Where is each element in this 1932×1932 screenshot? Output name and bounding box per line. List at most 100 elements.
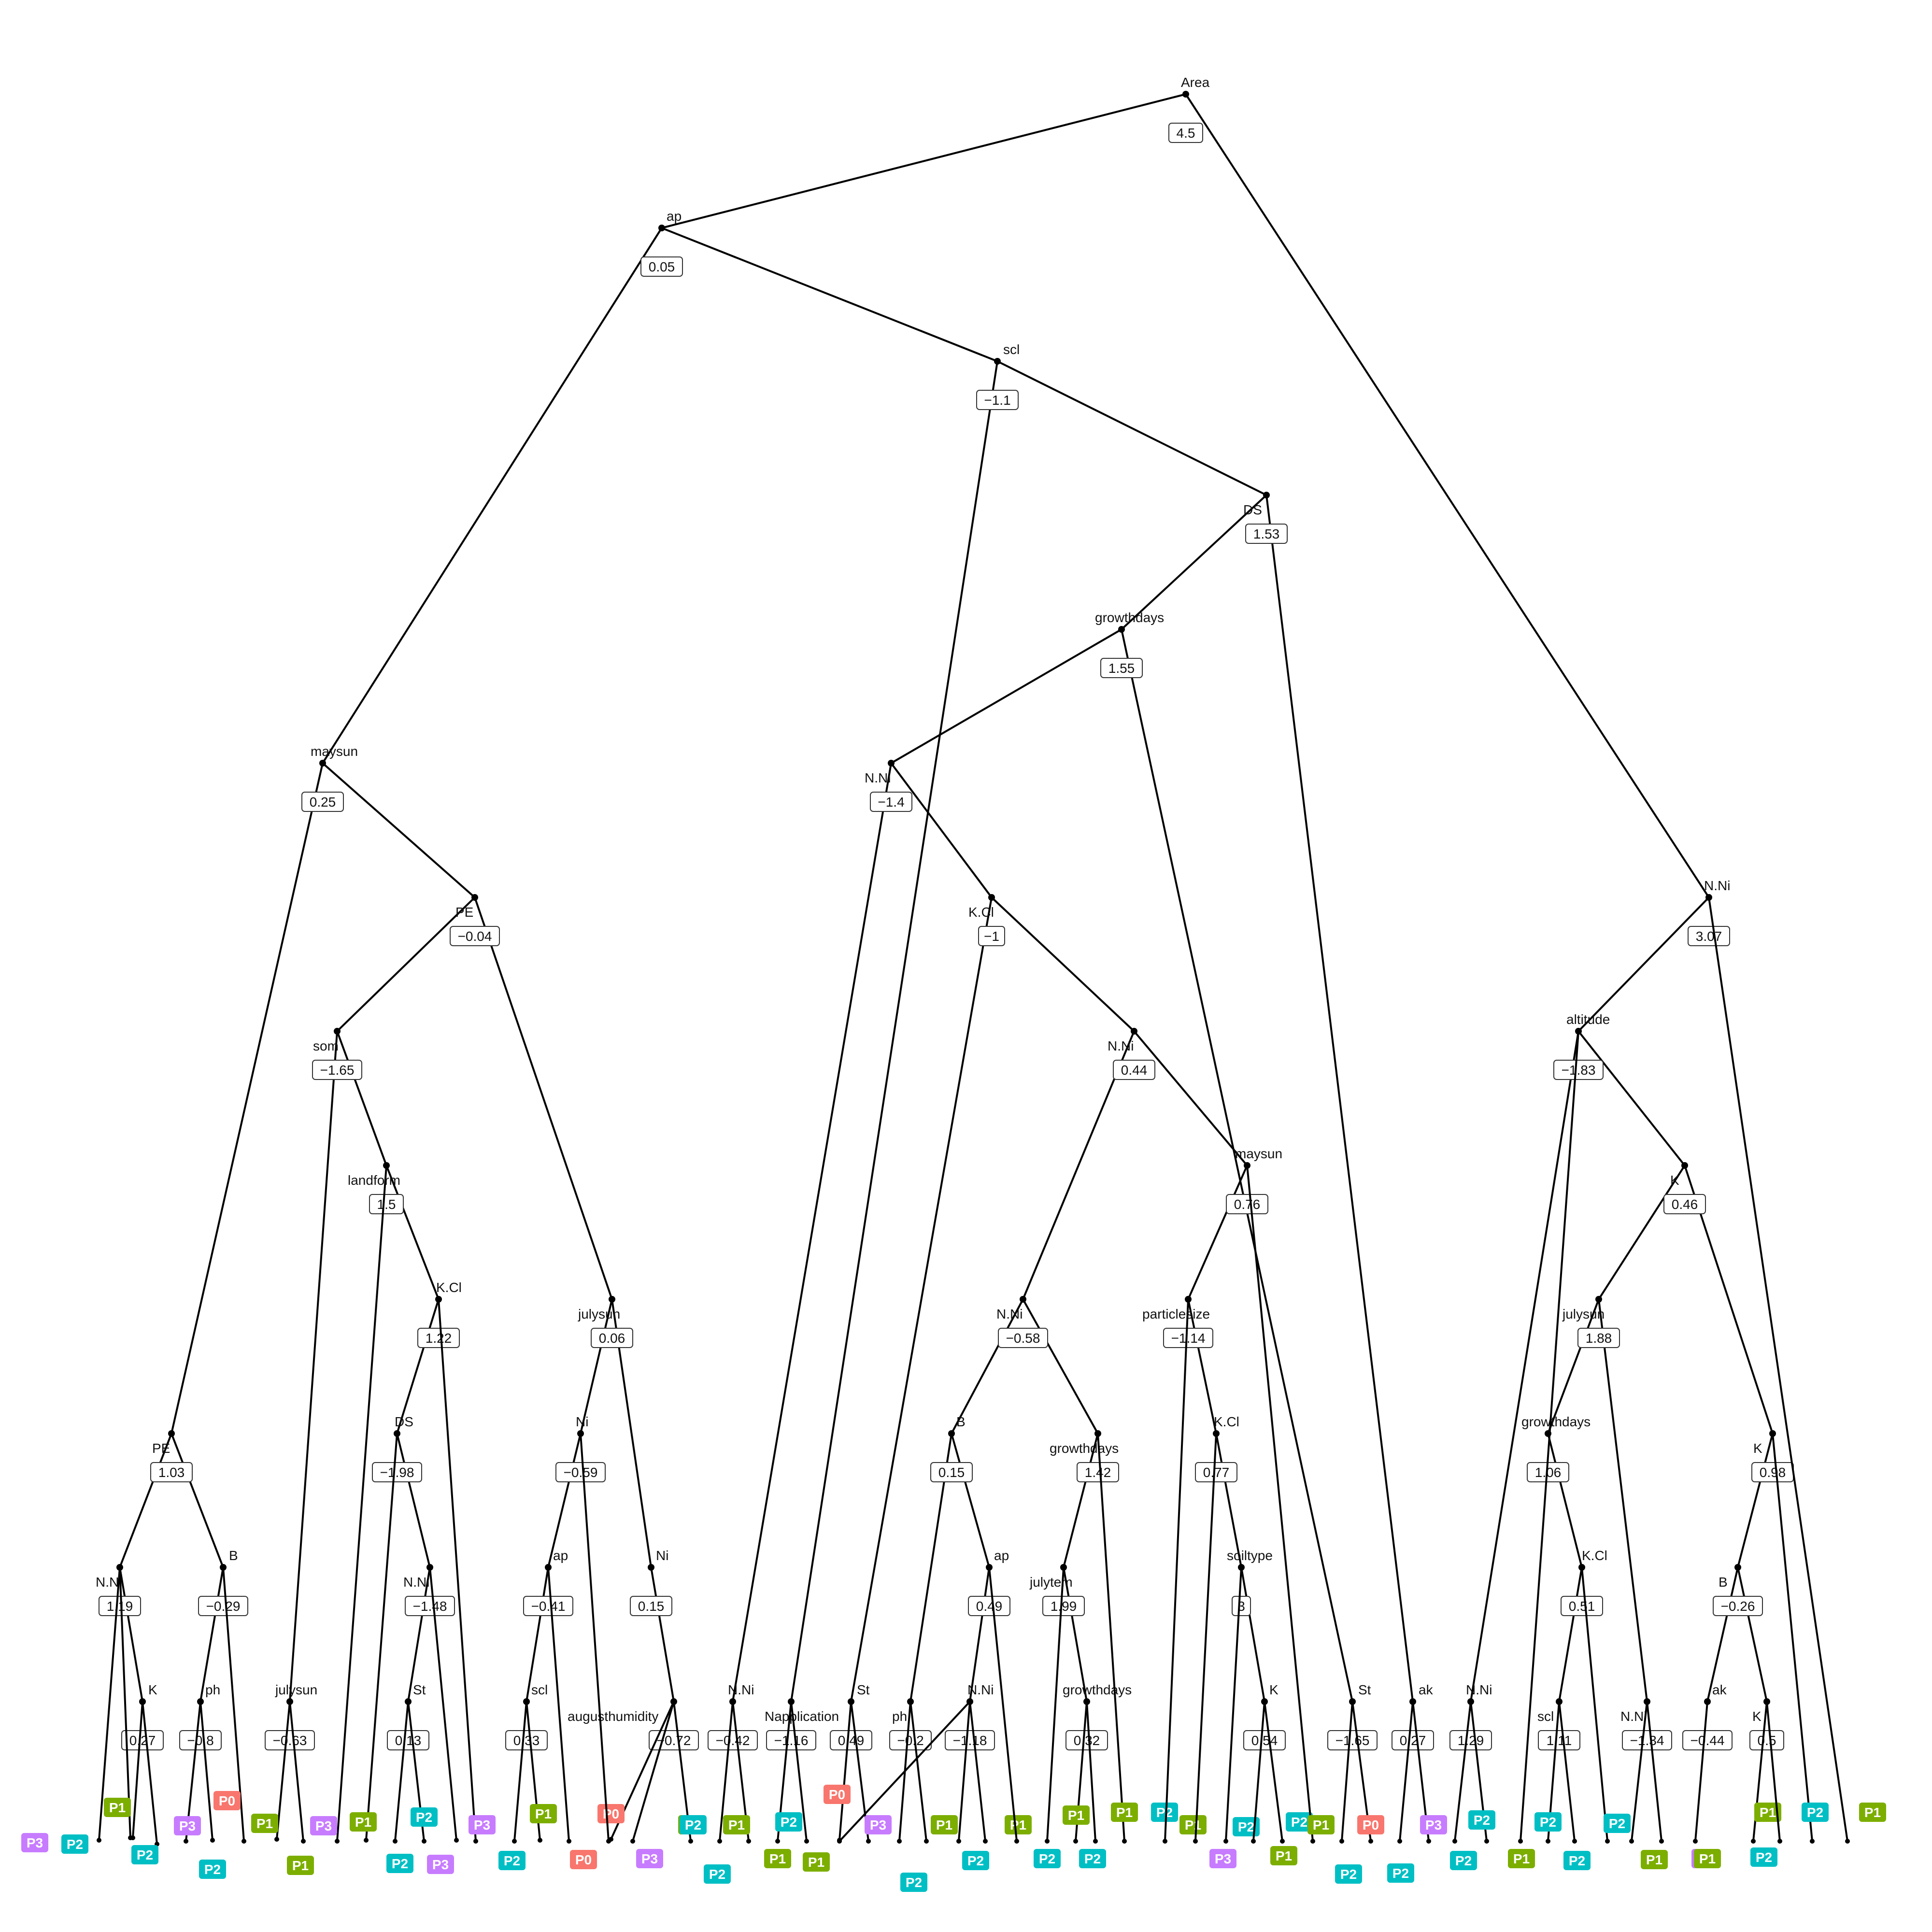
leaf-class-badge — [310, 1816, 337, 1835]
leaf-P1: P1 — [764, 1701, 809, 1868]
leaf-class-badge — [21, 1833, 48, 1852]
tree-edge — [1577, 896, 1710, 1032]
leaf-P3: P3 — [21, 1567, 121, 1852]
leaf-dot — [1572, 1839, 1577, 1844]
tree-edge — [1547, 1299, 1600, 1434]
leaf-class-label: P2 — [1340, 1867, 1357, 1882]
leaf-edge — [580, 1433, 610, 1842]
split-value: 1.42 — [1085, 1465, 1111, 1480]
leaf-edge — [1046, 1567, 1065, 1842]
split-variable-label: K.Cl — [436, 1280, 462, 1295]
split-value-box — [179, 1730, 222, 1750]
split-value: −0.41 — [531, 1599, 566, 1614]
split-node-nni9: N.Ni1.29 — [1449, 1682, 1492, 1750]
split-node-b3: B−0.26 — [1713, 1564, 1763, 1616]
split-variable-label: K — [1752, 1709, 1762, 1724]
split-variable-label: particlesize — [1142, 1307, 1210, 1321]
leaf-edge — [1772, 1433, 1813, 1842]
split-variable-label: ak — [1419, 1682, 1434, 1697]
split-value: −1.14 — [1171, 1331, 1206, 1346]
split-value-box — [870, 792, 912, 812]
split-value-box — [1327, 1730, 1378, 1750]
node-dot — [1020, 1296, 1026, 1303]
leaf-edge — [1520, 1031, 1579, 1842]
leaf-P1: P1 — [1063, 1701, 1090, 1844]
split-variable-label: B — [956, 1414, 966, 1429]
split-node-napp: Napplication−1.16 — [765, 1698, 839, 1750]
leaf-P1: P1 — [580, 1433, 705, 1844]
split-value: 0.13 — [395, 1733, 422, 1748]
leaf-class-badge — [803, 1852, 830, 1872]
leaf-class-badge — [287, 1856, 314, 1875]
split-node-b1: B−0.29 — [198, 1548, 248, 1616]
leaf-edge — [969, 1701, 986, 1842]
leaf-dot — [422, 1839, 426, 1844]
leaf-class-badge — [174, 1816, 201, 1835]
split-value: −1.18 — [953, 1733, 987, 1748]
tree-edge — [322, 227, 663, 764]
split-value-box — [978, 926, 1005, 946]
node-dot — [948, 1430, 955, 1437]
leaf-edge — [1341, 1701, 1353, 1842]
split-variable-label: N.Ni — [1704, 878, 1730, 893]
leaf-dot — [1629, 1839, 1634, 1844]
leaf-class-badge — [824, 1785, 851, 1804]
split-value: −1 — [984, 929, 999, 944]
tree-edge — [650, 1567, 675, 1702]
leaf-dot — [746, 1839, 751, 1844]
split-value: 0.05 — [649, 259, 675, 274]
leaf-class-badge — [597, 1804, 625, 1823]
split-node-k5: K0.54 — [1243, 1682, 1286, 1750]
leaf-P1: P1 — [1246, 1165, 1335, 1844]
split-variable-label: julysun — [1562, 1307, 1605, 1321]
leaf-P2: P2 — [1264, 1701, 1313, 1844]
leaf-edge — [289, 1701, 304, 1842]
tree-edge — [991, 896, 1135, 1032]
leaf-class-badge — [865, 1815, 892, 1834]
leaf-dot — [1073, 1839, 1078, 1844]
leaf-dot — [301, 1839, 306, 1844]
split-value: 0.25 — [310, 795, 336, 810]
split-node-alt: altitude−1.83 — [1553, 1012, 1610, 1080]
split-node-scl: scl−1.1 — [976, 342, 1020, 410]
leaf-dot — [866, 1839, 871, 1844]
leaf-class-badge — [1270, 1846, 1297, 1865]
tree-edge — [1187, 1299, 1217, 1434]
split-value-box — [1042, 1596, 1085, 1616]
leaf-edge — [119, 1567, 131, 1838]
leaf-class-badge — [1111, 1803, 1138, 1822]
split-node-nni5: N.Ni−0.42 — [708, 1682, 758, 1750]
split-variable-label: growthdays — [1050, 1441, 1119, 1456]
leaf-class-label: P3 — [474, 1818, 490, 1833]
leaf-dot — [1693, 1839, 1698, 1844]
split-value-box — [1449, 1730, 1492, 1750]
leaf-class-label: P1 — [1513, 1851, 1530, 1866]
leaf-class-label: P3 — [179, 1818, 196, 1833]
split-node-k4: K0.5 — [1749, 1698, 1784, 1750]
split-variable-label: K — [148, 1682, 157, 1697]
split-value-box — [976, 390, 1019, 410]
split-variable-label: K — [1753, 1441, 1762, 1456]
split-value: −1.65 — [320, 1063, 355, 1078]
split-variable-label: N.Ni — [1620, 1709, 1647, 1724]
leaf-dot — [1223, 1839, 1228, 1844]
leaf-class-label: P3 — [870, 1818, 886, 1833]
leaf-class-label: P2 — [1156, 1805, 1173, 1820]
leaf-edge — [1086, 1701, 1096, 1842]
leaf-dot — [130, 1835, 135, 1840]
leaf-class-badge — [350, 1812, 377, 1832]
leaf-P2: P2 — [673, 1701, 707, 1844]
leaf-P1: P1 — [1097, 1433, 1138, 1844]
leaf-class-badge — [636, 1849, 663, 1868]
split-value-box — [301, 792, 344, 812]
leaf-class-badge — [764, 1849, 791, 1868]
leaf-dot — [606, 1839, 611, 1844]
split-value: 0.15 — [938, 1465, 965, 1480]
leaf-dot — [837, 1838, 842, 1843]
leaf-edge — [199, 1701, 213, 1841]
leaf-dot — [1659, 1839, 1664, 1844]
leaf-class-badge — [1859, 1803, 1886, 1822]
tree-edge — [289, 1031, 338, 1702]
node-dot — [471, 894, 478, 901]
